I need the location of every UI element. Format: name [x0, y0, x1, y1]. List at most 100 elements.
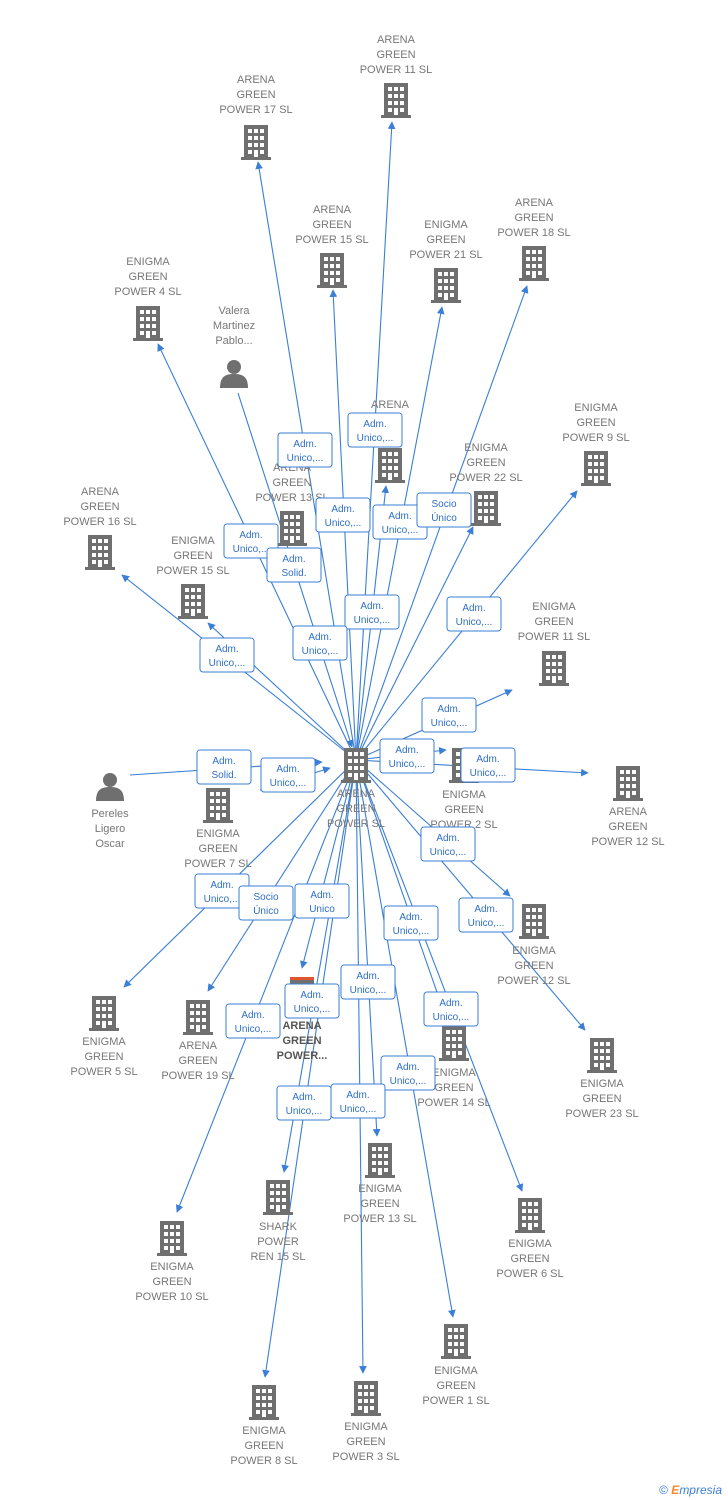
- edge-label[interactable]: Adm.Unico,...: [277, 432, 333, 468]
- edge-label[interactable]: Adm.Unico,...: [199, 637, 255, 673]
- edge-label-text: Unico,...: [270, 778, 307, 789]
- building-icon: [581, 451, 611, 486]
- edge-label-text: Adm.: [210, 880, 233, 891]
- edge-label[interactable]: Adm.Unico,...: [379, 738, 435, 774]
- edge-label-box: [380, 1055, 436, 1091]
- node-label-line: ARENA: [179, 1040, 218, 1052]
- node-agpx[interactable]: ARENAGREENPOWER...: [277, 977, 328, 1062]
- edge-label-text: Adm.: [308, 632, 331, 643]
- edge-label[interactable]: Adm.Unico,...: [194, 873, 250, 909]
- edge-label-text: Unico,...: [433, 1012, 470, 1023]
- building-icon: [431, 268, 461, 303]
- brand-logo-letter: E: [671, 1483, 680, 1497]
- edge-label-box: [223, 523, 279, 559]
- edge-label-text: Unico,...: [354, 615, 391, 626]
- edge-label[interactable]: Adm.Unico,...: [223, 523, 279, 559]
- node-label-line: ARENA: [81, 486, 120, 498]
- node-label-line: ARENA: [377, 34, 416, 46]
- node-label-line: GREEN: [466, 457, 505, 469]
- edge-label-box: [294, 883, 350, 919]
- node-label-line: ARENA: [282, 1020, 321, 1032]
- building-icon: [519, 904, 549, 939]
- edge-labels-layer: Adm.Unico,...Adm.Unico,...Adm.Unico,...A…: [194, 412, 516, 1121]
- edge-label[interactable]: Adm.Unico,...: [380, 1055, 436, 1091]
- edge-label-text: Adm.: [346, 1090, 369, 1101]
- edge-label-box: [421, 697, 477, 733]
- edge-center-to-agpx: [300, 759, 357, 969]
- node-label-line: POWER 5 SL: [70, 1066, 137, 1078]
- edge-label[interactable]: Adm.Unico: [294, 883, 350, 919]
- node-valera[interactable]: ValeraMartinezPablo...: [213, 305, 255, 388]
- edge-label[interactable]: Adm.Unico,...: [225, 1003, 281, 1039]
- edge-label-box: [416, 492, 472, 528]
- building-icon: [85, 535, 115, 570]
- building-icon: [587, 1038, 617, 1073]
- edge-label[interactable]: Adm.Unico,...: [347, 412, 403, 448]
- edge-label[interactable]: Adm.Solid.: [196, 749, 252, 785]
- edge-label[interactable]: Adm.Unico,...: [344, 594, 400, 630]
- edge-label[interactable]: Adm.Unico,...: [260, 757, 316, 793]
- edge-label-box: [238, 885, 294, 921]
- edge-label[interactable]: Adm.Unico,...: [292, 625, 348, 661]
- edge-label[interactable]: Adm.Unico,...: [383, 905, 439, 941]
- edge-label[interactable]: Adm.Unico,...: [460, 747, 516, 783]
- edge-label-text: Adm.: [476, 754, 499, 765]
- node-label-line: ENIGMA: [126, 256, 170, 268]
- edge-label[interactable]: Adm.Unico,...: [276, 1085, 332, 1121]
- edge-label[interactable]: Adm.Unico,...: [330, 1083, 386, 1119]
- edge-label[interactable]: Adm.Unico,...: [340, 964, 396, 1000]
- edge-label[interactable]: Adm.Unico,...: [423, 991, 479, 1027]
- edge-label[interactable]: Adm.Unico,...: [421, 697, 477, 733]
- node-label-line: POWER 1 SL: [422, 1395, 489, 1407]
- edge-label[interactable]: Adm.Solid.: [266, 547, 322, 583]
- edge-label-text: Único: [253, 904, 279, 917]
- node-label-line: Pereles: [91, 808, 129, 820]
- edge-label[interactable]: Adm.Unico,...: [446, 596, 502, 632]
- edge-label[interactable]: Adm.Unico,...: [284, 983, 340, 1019]
- node-label-line: ENIGMA: [82, 1036, 126, 1048]
- building-icon: [263, 1180, 293, 1215]
- edge-label[interactable]: Adm.Unico,...: [420, 826, 476, 862]
- edge-label-text: Adm.: [474, 904, 497, 915]
- edge-label[interactable]: Adm.Unico,...: [315, 497, 371, 533]
- node-label-line: Valera: [219, 305, 251, 317]
- edge-label[interactable]: Adm.Unico,...: [458, 897, 514, 933]
- node-label-line: POWER 3 SL: [332, 1451, 399, 1463]
- node-label-line: ENIGMA: [424, 219, 468, 231]
- edge-label-text: Unico,...: [456, 617, 493, 628]
- edge-label-text: Unico,...: [209, 658, 246, 669]
- edge-label-text: Unico,...: [294, 1004, 331, 1015]
- node-label-line: Pablo...: [215, 335, 252, 347]
- edge-label-box: [315, 497, 371, 533]
